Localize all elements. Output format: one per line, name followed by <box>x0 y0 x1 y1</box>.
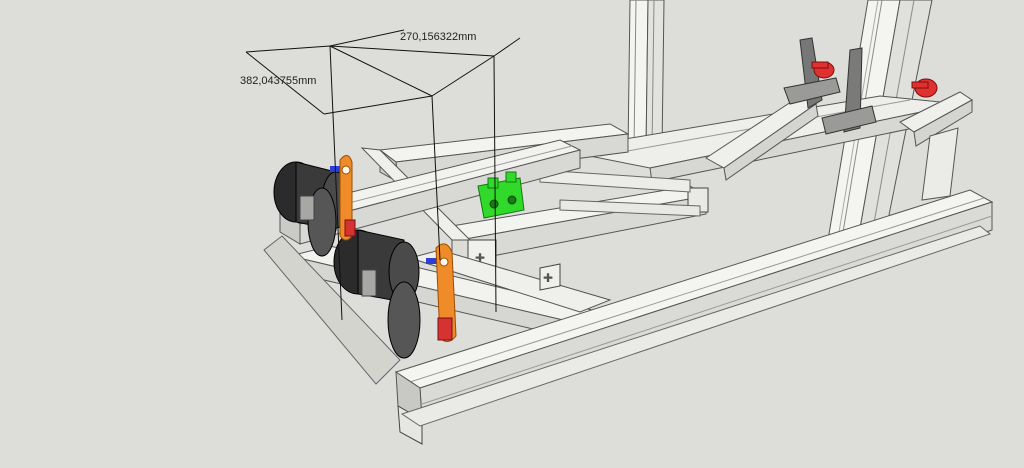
upright-left-pair[interactable] <box>627 0 665 153</box>
dimension-width: 270,156322mm <box>400 31 476 43</box>
green-bracket[interactable] <box>477 171 525 219</box>
motor-right[interactable] <box>333 229 421 359</box>
pedal-mount-beams[interactable] <box>705 91 973 201</box>
dimension-depth: 382,043755mm <box>240 75 316 87</box>
base-front-rail-lower[interactable] <box>400 225 992 427</box>
base-diagonal-rail[interactable]: ✚ <box>408 249 612 313</box>
pedal-left[interactable] <box>783 37 841 109</box>
pedal-right[interactable] <box>821 47 938 135</box>
profile-slot-icon: ✚ <box>543 271 553 285</box>
motor-flywheel <box>387 281 421 359</box>
floor-plate[interactable] <box>263 235 401 385</box>
rod-end-left[interactable] <box>330 155 356 241</box>
profile-slot-icon: ✚ <box>475 251 485 265</box>
dimension-depth-label: 382,043755mm <box>240 75 316 87</box>
motor-flywheel <box>307 187 337 257</box>
dimension-guides <box>245 29 521 321</box>
dimension-width-label: 270,156322mm <box>400 31 476 43</box>
profile-end-cap <box>539 263 561 291</box>
rod-end-right[interactable] <box>426 243 457 342</box>
